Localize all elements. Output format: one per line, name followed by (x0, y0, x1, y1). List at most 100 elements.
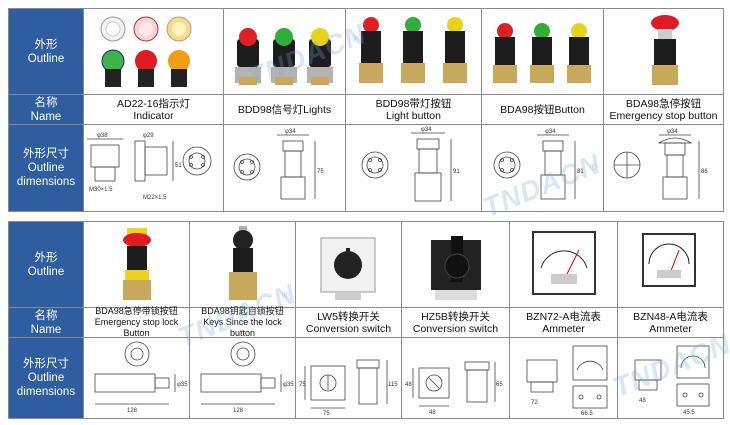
emergency-stop-lock-image (123, 228, 151, 300)
header-outline-zh: 外形 (34, 38, 58, 51)
name-key-lock-button: BDA98钥匙自锁按钮 Keys Since the lock button (190, 306, 295, 338)
header-outline: 外形 Outline (9, 9, 83, 94)
name-emergency-stop-en: Emergency stop button (609, 109, 718, 122)
name-emergency-stop-lock: BDA98急停带锁按钮 Emergency stop lock Button (84, 306, 189, 338)
name-bzn48-ammeter-en: Ammeter (649, 322, 692, 335)
dim-bdd98-button-91: 91 (453, 169, 460, 175)
dim-ad22-d29: φ29 (143, 133, 154, 139)
header-outline-zh-2: 外形 (34, 251, 58, 264)
name-bzn48-ammeter: BZN48-A电流表 Ammeter (618, 308, 723, 337)
header-dim-en2-2: dimensions (16, 386, 76, 398)
name-emergency-stop-lock-en: Emergency stop lock Button (94, 317, 179, 338)
name-emergency-stop-zh: BDA98急停按钮 (625, 97, 702, 110)
dim-lw5-width-75: 75 (323, 411, 330, 417)
name-lw5-switch-zh: LW5转换开关 (317, 310, 380, 323)
header-outline-en-2: Outline (27, 265, 65, 278)
registered-mark-3: ® (282, 290, 289, 300)
dim-bdd98-button-d34: φ34 (421, 127, 432, 133)
name-key-lock-button-en: Keys Since the lock button (203, 317, 282, 338)
dim-ad22-m22: M22×1.5 (143, 195, 167, 201)
name-emergency-stop: BDA98急停按钮 Emergency stop button (604, 95, 723, 124)
bda98-button-image (493, 23, 591, 83)
dim-drawing-emergency-stop-lock: 128 φ35 (94, 341, 188, 414)
dim-lw5-height-75: 75 (299, 382, 306, 388)
dim-drawing-ad22: φ38 φ29 M30×1.5 M22×1.5 51 (87, 133, 212, 201)
dim-emergency-stop-d34: φ34 (667, 129, 678, 135)
dim-bzn72-72: 72 (531, 400, 538, 406)
name-ad22: AD22-16指示灯 Indicator (84, 95, 223, 124)
dim-emergency-stop-86: 86 (701, 169, 708, 175)
name-ad22-en: Indicator (133, 109, 174, 122)
dim-lw5-depth-115: 115 (388, 382, 398, 388)
dim-hz5b-height-48: 48 (405, 382, 412, 388)
dim-drawing-bdd98-button: φ34 91 (361, 127, 460, 202)
name-bdd98-lights: BDD98信号灯Lights (224, 95, 345, 124)
registered-mark-1: ® (352, 34, 359, 44)
dim-drawing-bzn72-ammeter: 72 66.5 (526, 345, 608, 417)
header-dim-en1: Outline (27, 162, 65, 174)
lw5-switch-image (320, 237, 376, 300)
header-outline-2: 外形 Outline (9, 222, 83, 307)
bzn72-ammeter-image (532, 231, 596, 295)
dim-drawing-bzn48-ammeter: 48 45.5 (634, 345, 710, 416)
dim-bda98-button-d34: φ34 (545, 129, 556, 135)
name-bzn72-ammeter-en: Ammeter (542, 322, 585, 335)
dim-key-lock-button-128: 128 (233, 408, 244, 414)
header-outline-en: Outline (27, 52, 65, 65)
dim-drawing-bdd98-lights: φ34 75 (233, 129, 324, 200)
dim-drawing-hz5b-switch: 48 48 65 (405, 361, 503, 416)
name-hz5b-switch-zh: HZ5B转换开关 (421, 310, 490, 323)
registered-mark-2: ® (590, 162, 597, 172)
name-bda98-button: BDA98按钮Button (482, 95, 603, 124)
dim-ad22-m30: M30×1.5 (89, 187, 113, 193)
dim-hz5b-depth-65: 65 (496, 382, 503, 388)
name-key-lock-button-zh: BDA98钥匙自锁按钮 (201, 306, 284, 316)
header-dim-zh-2: 外形尺寸 (23, 358, 69, 370)
dim-key-lock-button-d35: φ35 (283, 382, 294, 388)
name-ad22-zh: AD22-16指示灯 (117, 97, 190, 110)
dim-bzn48-45: 45.5 (683, 410, 695, 416)
header-name: 名称 Name (9, 95, 83, 124)
dim-bzn72-66: 66.5 (581, 411, 593, 417)
header-name-zh: 名称 (34, 96, 58, 109)
name-bda98-button-zh: BDA98按钮Button (500, 103, 585, 116)
dim-bzn48-48: 48 (639, 398, 646, 404)
name-lw5-switch-en: Conversion switch (305, 322, 392, 335)
dim-emergency-stop-lock-128: 128 (127, 408, 138, 414)
indicator-white (100, 16, 126, 42)
dim-ad22-d38: φ38 (97, 133, 108, 139)
dim-drawing-key-lock-button: 128 φ35 (200, 341, 294, 414)
dim-ad22-51: 51 (175, 163, 182, 169)
bdd98-light-button-image (359, 17, 467, 83)
name-hz5b-switch: HZ5B转换开关 Conversion switch (402, 308, 509, 337)
name-bdd98-lights-zh: BDD98信号灯Lights (237, 103, 332, 116)
dim-bdd98-lights-75: 75 (317, 169, 324, 175)
header-dimensions: 外形尺寸 Outline dimensions (9, 125, 83, 211)
product-table-1: 外形 Outline 名称 Name 外形尺寸 Outline dimensio… (8, 8, 724, 212)
name-bdd98-button: BDD98带灯按钮 Light button (346, 95, 481, 124)
indicator-lights-image (100, 16, 192, 87)
name-hz5b-switch-en: Conversion switch (412, 322, 499, 335)
bzn48-ammeter-image (642, 233, 696, 287)
dim-hz5b-width-48: 48 (429, 410, 436, 416)
hz5b-switch-image (431, 236, 481, 300)
header-dimensions-2: 外形尺寸 Outline dimensions (9, 338, 83, 418)
dim-bdd98-lights-d34: φ34 (285, 129, 296, 135)
name-bdd98-button-en: Light button (386, 109, 441, 122)
dim-emergency-stop-lock-d35: φ35 (177, 382, 188, 388)
header-dim-en1-2: Outline (27, 372, 65, 384)
header-name-zh-2: 名称 (34, 309, 58, 322)
name-bdd98-button-zh: BDD98带灯按钮 (375, 97, 452, 110)
dim-drawing-bda98-button: φ34 81 (493, 129, 584, 200)
dim-drawing-emergency-stop: φ34 86 (613, 129, 708, 200)
header-dim-en2: dimensions (16, 176, 76, 188)
header-name-en-2: Name (30, 323, 62, 336)
dim-bda98-button-81: 81 (577, 169, 584, 175)
emergency-stop-image (651, 15, 679, 85)
bdd98-lights-image (235, 28, 333, 85)
product-table-2: 外形 Outline 名称 Name 外形尺寸 Outline dimensio… (8, 221, 724, 419)
key-lock-button-image (229, 226, 257, 300)
name-bzn72-ammeter-zh: BZN72-A电流表 (526, 310, 601, 323)
name-bzn48-ammeter-zh: BZN48-A电流表 (633, 310, 708, 323)
header-name-2: 名称 Name (9, 308, 83, 337)
